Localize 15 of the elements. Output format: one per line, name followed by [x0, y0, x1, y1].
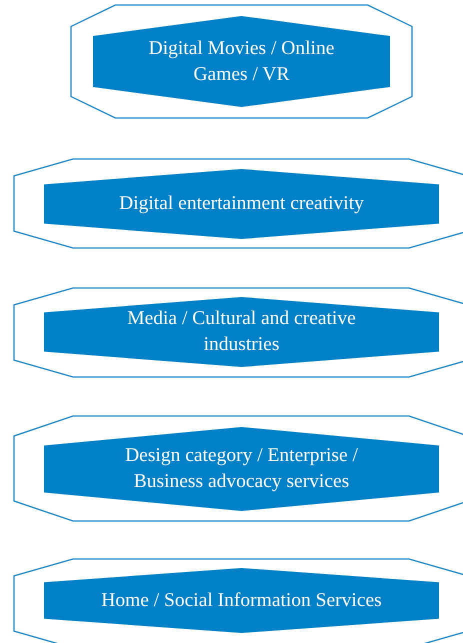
box-label: Media / Cultural and creative industries	[126, 307, 357, 357]
octagon-frame	[14, 288, 463, 377]
box-label: Digital Movies / Online Games / VR	[148, 36, 336, 86]
hexagon-box	[44, 169, 439, 239]
hexagon-box	[44, 568, 439, 633]
hexagon-box	[93, 16, 390, 107]
box-label: Design category / Enterprise / Business advocacy services	[124, 444, 359, 494]
octagon-frame	[14, 159, 463, 248]
octagon-frame	[14, 416, 463, 521]
octagon-frame	[14, 559, 463, 643]
octagon-frame	[71, 5, 412, 118]
hexagon-box	[44, 297, 439, 367]
box-label: Home / Social Information Services	[100, 588, 383, 612]
box-label: Digital entertainment creativity	[118, 192, 365, 216]
hexagon-box	[44, 427, 439, 511]
